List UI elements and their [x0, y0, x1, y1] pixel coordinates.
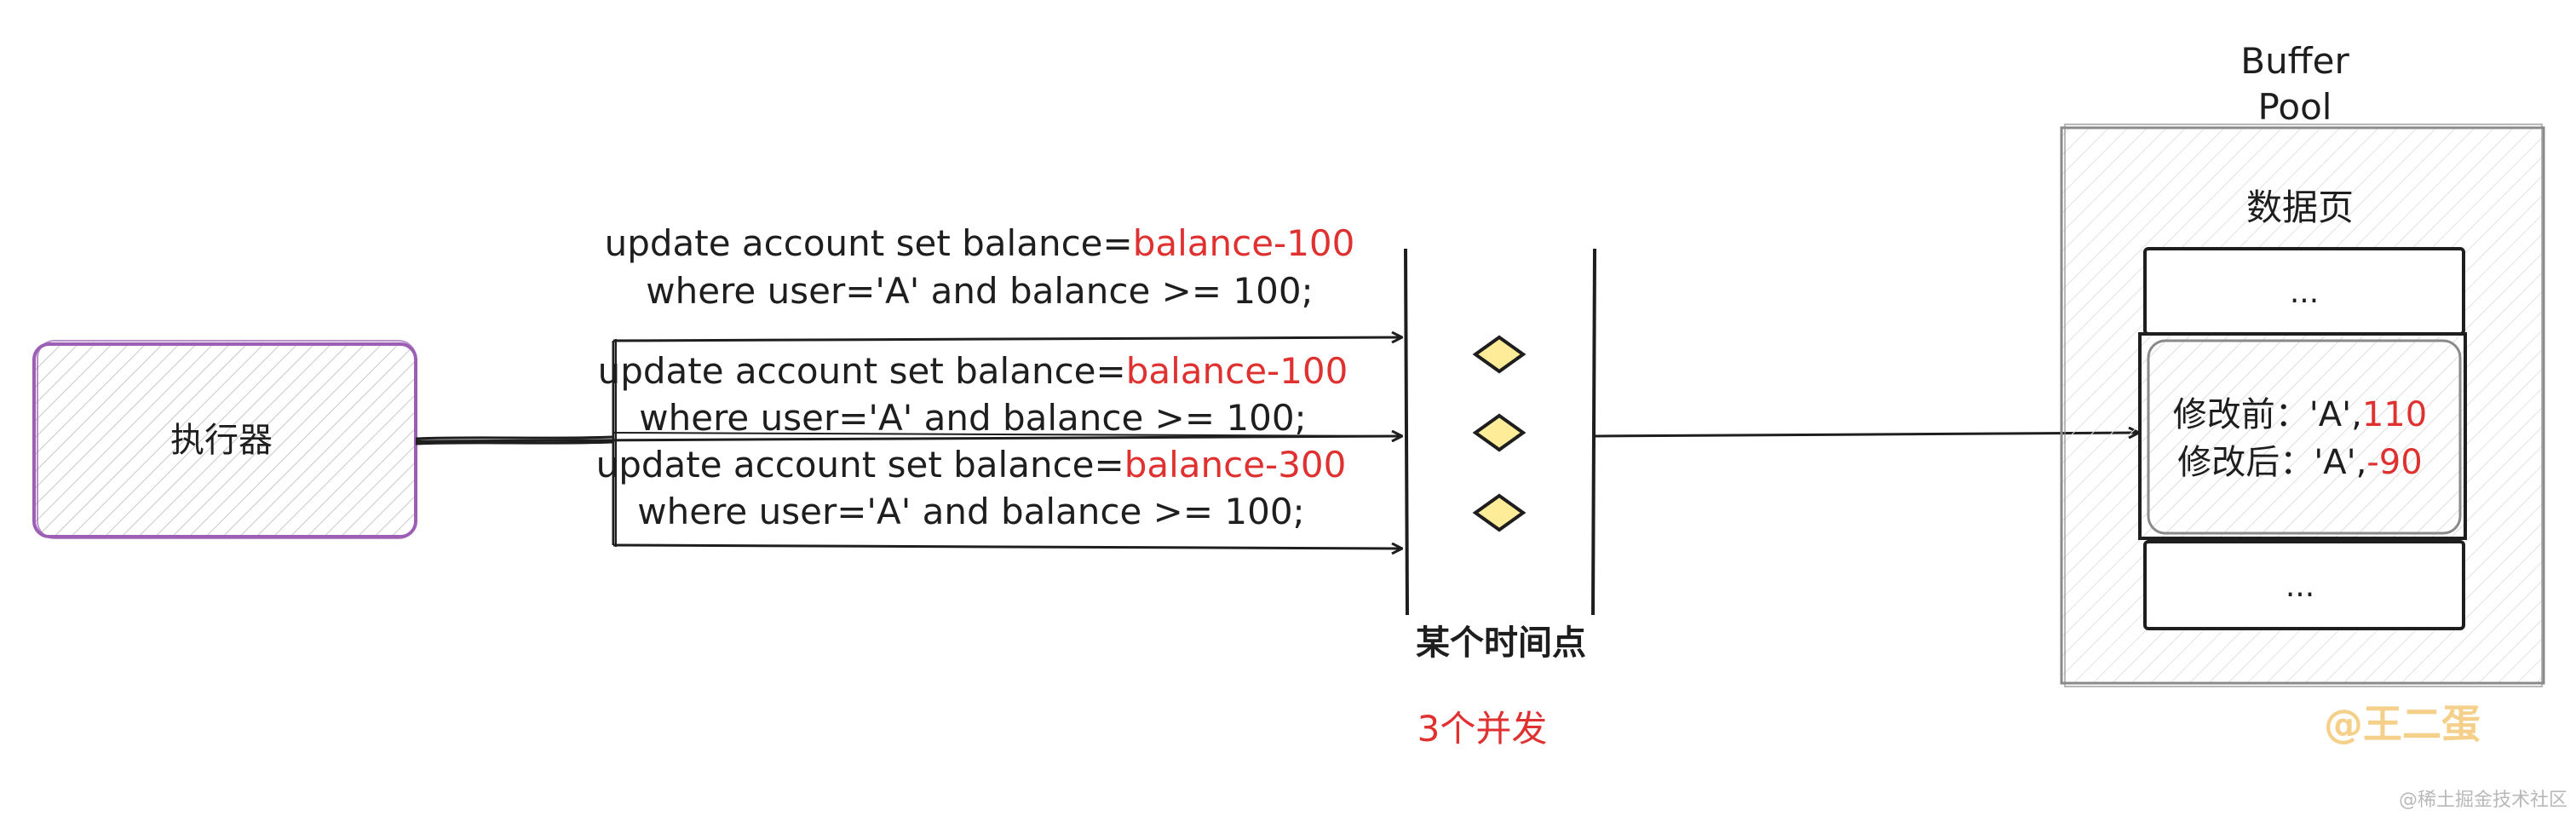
sql-3-expr: balance-300 [1124, 444, 1347, 486]
svg-text:修改前：'A',110: 修改前：'A',110 [2173, 395, 2427, 434]
concurrency-markers [1472, 335, 1527, 532]
timepoint-label: 某个时间点 [1416, 623, 1586, 663]
sql-2-expr: balance-100 [1126, 350, 1348, 392]
sql-3-prefix: update account set balance= [596, 444, 1124, 486]
sql-statement-1: update account set balance=balance-100 w… [605, 222, 1355, 312]
sql-1-where: where user='A' and balance >= 100; [646, 270, 1313, 312]
sql-arrow-1 [612, 337, 1401, 341]
executor-node: 执行器 [32, 340, 417, 539]
sql-1-prefix: update account set balance= [605, 222, 1133, 264]
timepoint-lines [1404, 248, 1596, 616]
diamond-marker-1 [1472, 335, 1527, 374]
author-watermark: @王二蛋 [2324, 701, 2481, 747]
timepoint-line-right [1591, 248, 1596, 616]
sql-2-where: where user='A' and balance >= 100; [639, 397, 1306, 439]
sql-3-where: where user='A' and balance >= 100; [637, 491, 1304, 532]
sql-arrows [415, 337, 1402, 549]
sql-statement-2: update account set balance=balance-100 w… [598, 350, 1348, 439]
data-page-row-modified: 修改前：'A',110 修改后：'A',-90 [2138, 332, 2467, 540]
diamond-marker-3 [1472, 493, 1527, 532]
executor-label: 执行器 [170, 421, 273, 460]
platform-credit: @稀土掘金技术社区 [2399, 790, 2567, 811]
data-page-row-top: ... [2143, 247, 2465, 336]
sql-arrow-3 [612, 545, 1401, 549]
after-label: 修改后：'A', [2177, 443, 2366, 482]
diamond-marker-2 [1472, 413, 1527, 452]
sql-arrow-2b [612, 432, 1402, 437]
svg-text:修改后：'A',-90: 修改后：'A',-90 [2177, 443, 2422, 482]
svg-text:update account set balance=bal: update account set balance=balance-300 [596, 444, 1347, 486]
data-page-title: 数据页 [2246, 187, 2354, 228]
sql-2-prefix: update account set balance= [598, 350, 1126, 392]
buffer-pool-title-line1: Buffer [2240, 40, 2349, 82]
sql-statement-3: update account set balance=balance-300 w… [596, 444, 1347, 532]
before-label: 修改前：'A', [2173, 395, 2362, 434]
write-arrow [1594, 433, 2138, 436]
buffer-pool-title-line2: Pool [2258, 86, 2332, 128]
svg-text:update account set balance=bal: update account set balance=balance-100 [598, 350, 1348, 392]
data-page-row-bottom-text: ... [2286, 569, 2314, 604]
after-value: -90 [2366, 443, 2422, 482]
concurrency-label: 3个并发 [1417, 708, 1548, 750]
timepoint-line-left [1404, 248, 1409, 616]
data-page-row-top-text: ... [2290, 275, 2319, 310]
buffer-pool: 数据页 ... 修改前：'A',110 修改后：'A',-90 ... [2060, 124, 2545, 687]
sql-1-expr: balance-100 [1133, 222, 1355, 264]
svg-text:update account set balance=bal: update account set balance=balance-100 [605, 222, 1355, 264]
before-value: 110 [2362, 395, 2427, 434]
executor-connectors [415, 339, 617, 547]
data-page-row-bottom: ... [2143, 540, 2465, 630]
